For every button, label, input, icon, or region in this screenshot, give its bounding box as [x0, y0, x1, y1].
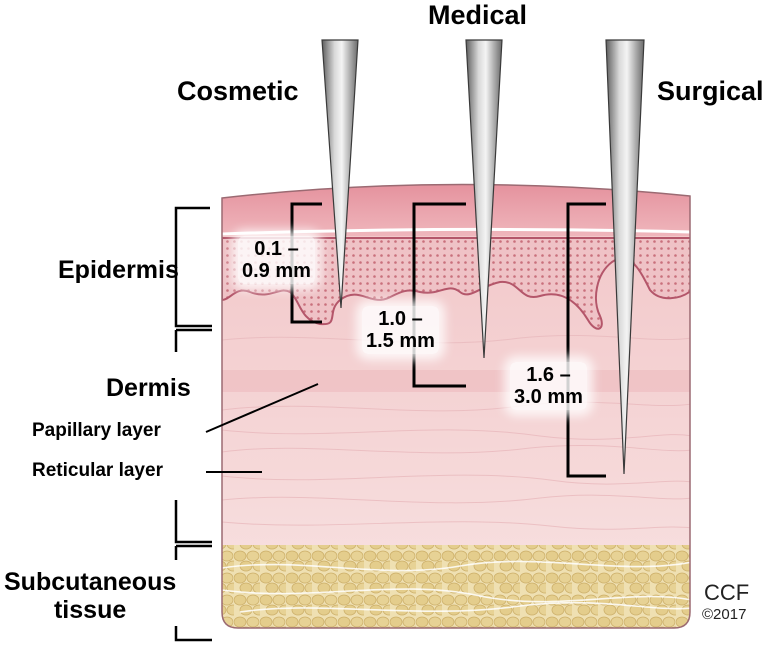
subcutaneous-bracket	[174, 546, 212, 642]
skin-block-outline	[221, 183, 691, 629]
surgical-needle	[605, 39, 645, 475]
cosmetic-depth-line-1: 0.1 –	[254, 238, 299, 260]
dermis-bracket	[174, 330, 212, 548]
credit-year: ©2017	[702, 606, 747, 623]
cosmetic-needle	[321, 39, 359, 309]
surgical-depth-label: 1.6 – 3.0 mm	[510, 362, 587, 410]
dermis-label: Dermis	[106, 374, 191, 402]
dermis-fibers	[222, 334, 690, 530]
surgical-depth-bracket	[566, 202, 606, 478]
cosmetic-depth-label: 0.1 – 0.9 mm	[238, 236, 315, 284]
subcutaneous-region	[222, 545, 690, 629]
cosmetic-label: Cosmetic	[177, 76, 299, 106]
papillary-layer-label: Papillary layer	[32, 420, 161, 441]
reticular-layer-label: Reticular layer	[32, 460, 163, 481]
medical-depth-label: 1.0 – 1.5 mm	[362, 306, 439, 354]
surgical-depth-line-2: 3.0 mm	[514, 386, 583, 408]
surgical-label: Surgical	[657, 76, 764, 106]
subcutaneous-line-2: tissue	[53, 596, 127, 624]
cosmetic-depth-line-2: 0.9 mm	[242, 260, 311, 282]
connective-fibers	[222, 560, 690, 613]
medical-label: Medical	[428, 0, 528, 30]
epidermis-bracket	[174, 206, 212, 332]
medical-depth-line-1: 1.0 –	[378, 308, 423, 330]
epidermis-label: Epidermis	[58, 256, 179, 284]
subcutaneous-line-1: Subcutaneous	[4, 568, 177, 596]
medical-depth-line-2: 1.5 mm	[366, 330, 435, 352]
medical-depth-bracket	[412, 202, 466, 388]
papillary-pointer-line	[205, 383, 319, 433]
subcutaneous-label: Subcutaneous tissue	[4, 568, 176, 624]
surgical-depth-line-1: 1.6 –	[526, 364, 571, 386]
credit-org: CCF	[704, 580, 750, 605]
medical-needle	[465, 39, 503, 359]
